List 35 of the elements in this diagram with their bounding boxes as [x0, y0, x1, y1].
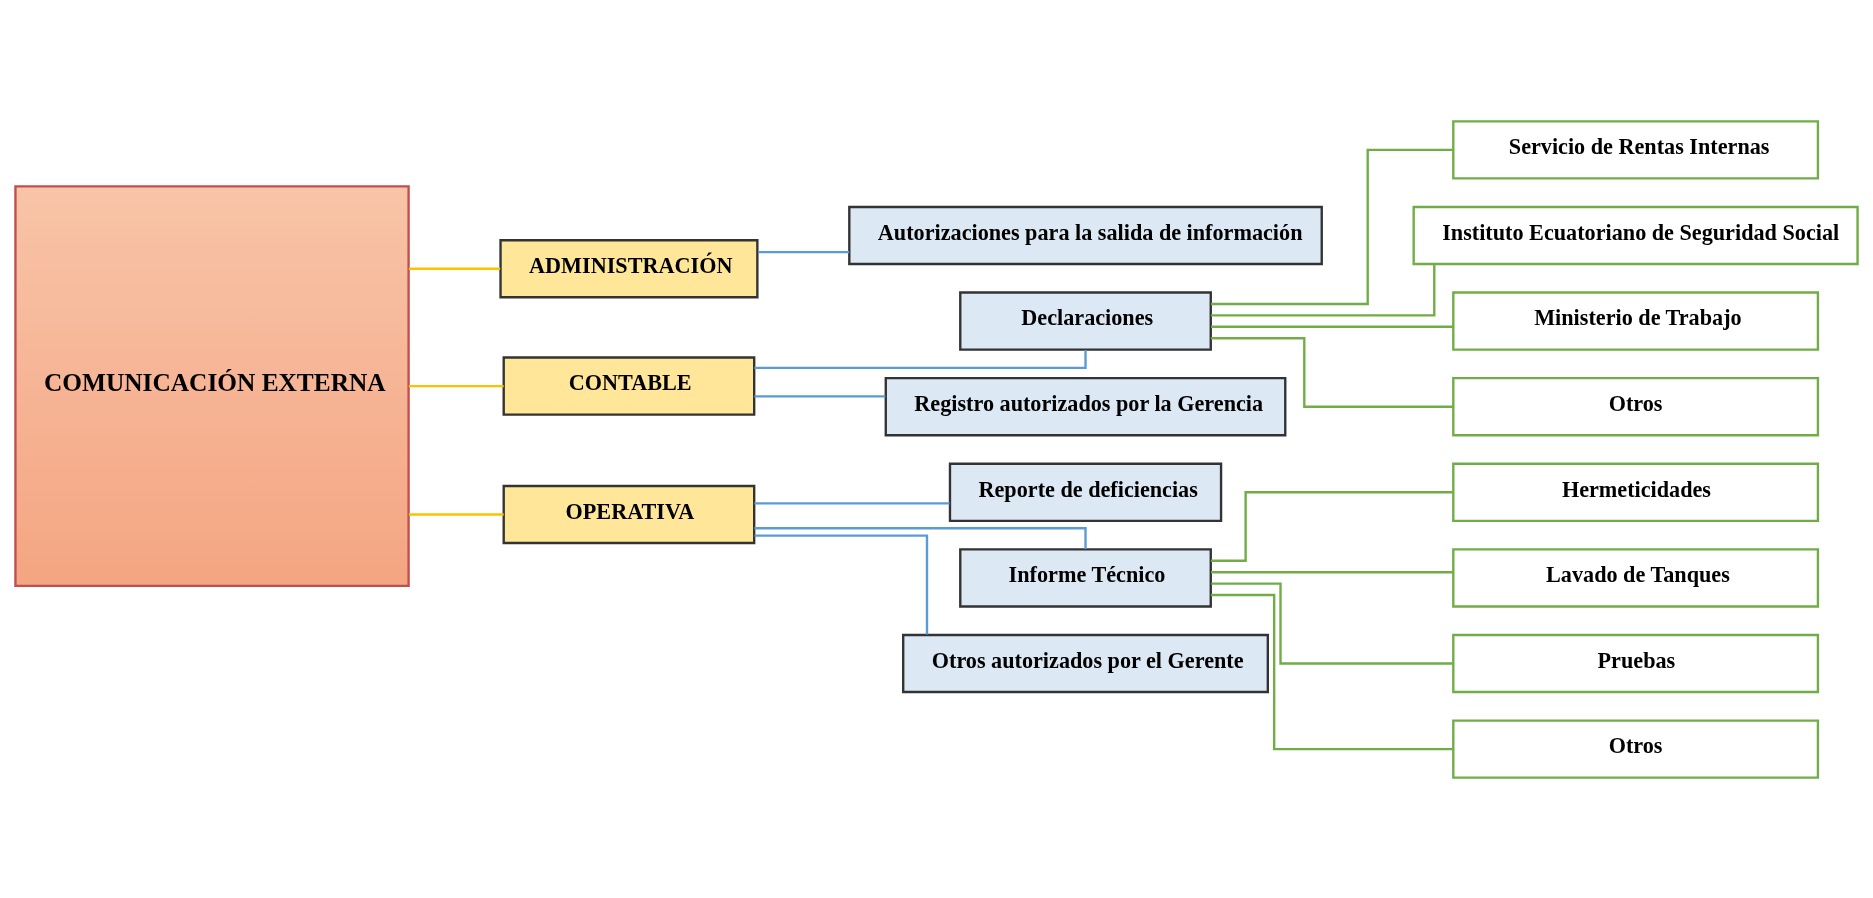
connector	[1210, 148, 1454, 305]
node-box: CONTABLE	[502, 355, 756, 416]
connector	[408, 512, 504, 516]
node-box: ADMINISTRACIÓN	[499, 238, 759, 298]
node-box: OPERATIVA	[502, 484, 756, 544]
node-box: COMUNICACIÓN EXTERNA	[14, 184, 410, 587]
node-box: Otros	[1452, 376, 1820, 436]
connector	[1211, 570, 1454, 573]
node-box: Autorizaciones para la salida de información	[848, 205, 1323, 265]
connector	[754, 394, 886, 398]
node-box: Hermeticidades	[1452, 462, 1820, 522]
node-box: Servicio de Rentas Internas	[1452, 119, 1820, 180]
connector	[1211, 325, 1454, 328]
connector	[754, 349, 1087, 369]
node-box: Declaraciones	[959, 290, 1212, 351]
connector	[754, 533, 929, 634]
node-box: Otros autorizados por el Gerente	[902, 633, 1269, 693]
node-box: Reporte de deficiencias	[948, 462, 1223, 522]
connector	[754, 501, 950, 505]
connector	[757, 250, 850, 253]
node-box: Otros	[1452, 718, 1820, 779]
connector	[1210, 490, 1454, 562]
connector	[1210, 593, 1454, 750]
node-box: Ministerio de Trabajo	[1452, 290, 1820, 351]
connector	[408, 267, 501, 270]
connector	[754, 526, 1087, 549]
node-box: Pruebas	[1452, 633, 1820, 693]
node-box: Informe Técnico	[959, 547, 1212, 608]
connector	[408, 384, 504, 387]
connector	[1210, 263, 1436, 317]
connector	[1210, 336, 1453, 408]
node-box: Lavado de Tanques	[1452, 547, 1820, 608]
node-box: Registro autorizados por la Gerencia	[884, 376, 1287, 436]
connector	[1211, 581, 1453, 665]
node-box: Instituto Ecuatoriano de Seguridad Social	[1412, 205, 1859, 265]
